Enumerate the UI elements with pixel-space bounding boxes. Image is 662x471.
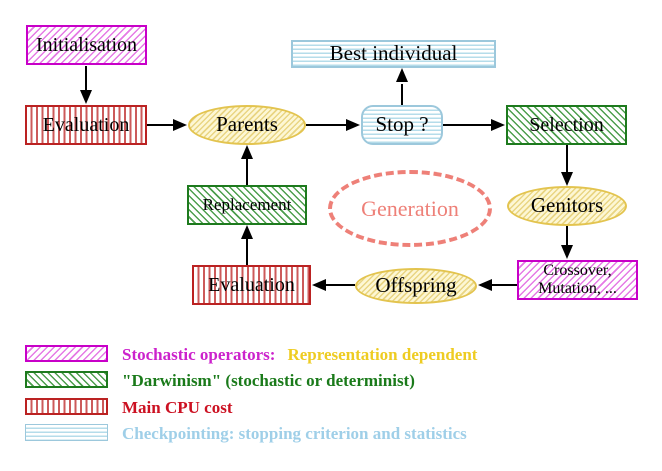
node-best-individual: Best individual	[291, 40, 496, 68]
node-offspring: Offspring	[355, 268, 477, 304]
legend-swatch-main-cpu-cost	[25, 398, 108, 415]
legend-swatch-stochastic-operators	[25, 345, 108, 362]
node-initialisation-label: Initialisation	[35, 34, 138, 56]
node-generation: Generation	[328, 170, 492, 247]
legend-row-darwinism: "Darwinism" (stochastic or determinist)	[122, 371, 415, 391]
legend-row-main-cpu-cost: Main CPU cost	[122, 398, 232, 418]
legend-row-checkpointing: Checkpointing: stopping criterion and st…	[122, 424, 467, 444]
node-parents: Parents	[188, 105, 306, 145]
node-genitors-label: Genitors	[530, 193, 604, 218]
node-evaluation-bottom: Evaluation	[192, 265, 311, 305]
node-generation-label: Generation	[361, 195, 459, 221]
node-initialisation: Initialisation	[26, 25, 147, 65]
node-evaluation-bottom-label: Evaluation	[208, 274, 295, 296]
legend-text-representation-dependent: Representation dependent	[287, 345, 478, 364]
node-replacement-label: Replacement	[202, 194, 292, 214]
node-replacement: Replacement	[187, 185, 307, 225]
node-crossover-mutation: Crossover, Mutation, ...	[517, 260, 638, 300]
node-selection-label: Selection	[529, 114, 604, 136]
node-evaluation-top-label: Evaluation	[42, 114, 130, 136]
node-parents-label: Parents	[216, 112, 278, 137]
legend-text-darwinism: "Darwinism" (stochastic or determinist)	[122, 371, 415, 390]
legend-row-stochastic-operators: Stochastic operators: Representation depe…	[122, 345, 477, 365]
node-crossover-label: Crossover,	[543, 262, 612, 280]
legend-text-stochastic-operators: Stochastic operators:	[122, 345, 276, 364]
node-evaluation-top: Evaluation	[25, 105, 147, 145]
legend-text-checkpointing: Checkpointing: stopping criterion and st…	[122, 424, 467, 443]
legend-swatch-darwinism	[25, 371, 108, 388]
node-stop: Stop ?	[361, 105, 443, 145]
node-genitors: Genitors	[507, 186, 627, 226]
node-best-individual-label: Best individual	[329, 41, 458, 66]
node-offspring-label: Offspring	[375, 273, 457, 298]
node-mutation-label: Mutation, ...	[538, 280, 617, 297]
legend-text-main-cpu-cost: Main CPU cost	[122, 398, 233, 417]
legend-swatch-checkpointing	[25, 424, 108, 441]
node-selection: Selection	[506, 105, 627, 145]
node-stop-label: Stop ?	[375, 112, 429, 137]
